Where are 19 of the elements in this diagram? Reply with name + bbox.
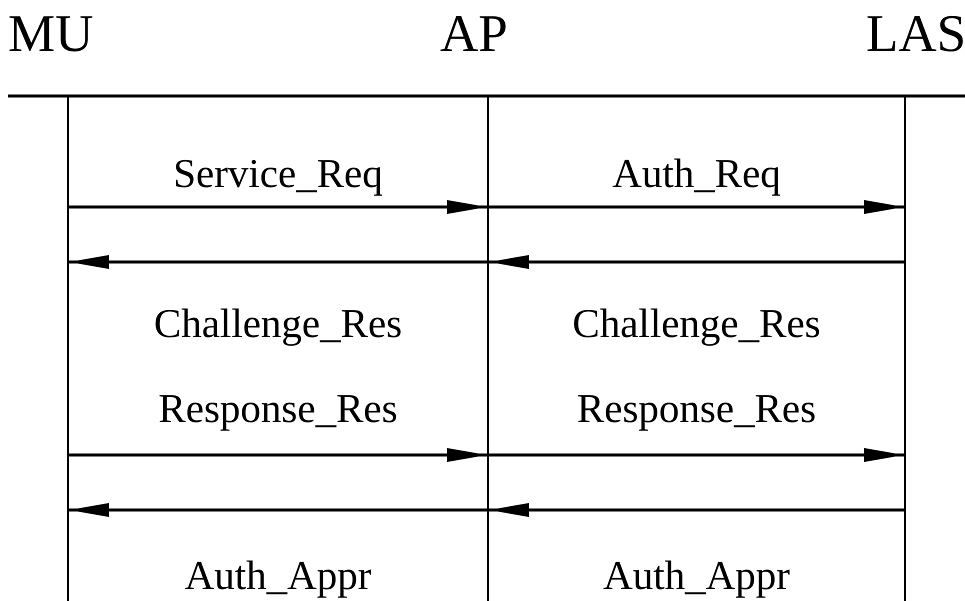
message-label: Response_Res — [158, 385, 398, 431]
message-arrow — [489, 503, 904, 517]
message-label: Auth_Appr — [603, 552, 790, 598]
participant-label: MU — [8, 4, 94, 64]
message-arrow — [489, 448, 904, 462]
message-label: Response_Res — [576, 385, 816, 431]
message-arrow — [69, 503, 487, 517]
message-arrow — [69, 255, 487, 269]
message-arrow — [489, 255, 904, 269]
message-arrow — [69, 448, 487, 462]
message-label: Challenge_Res — [572, 300, 821, 346]
message-arrow — [489, 200, 904, 214]
message-arrow — [69, 200, 487, 214]
participant-label: AP — [440, 4, 508, 64]
message-label: Auth_Appr — [184, 552, 372, 598]
message-label: Auth_Req — [612, 150, 781, 196]
participant-label: LAS — [866, 4, 965, 64]
message-label: Service_Req — [173, 150, 383, 196]
message-label: Challenge_Res — [154, 300, 402, 346]
